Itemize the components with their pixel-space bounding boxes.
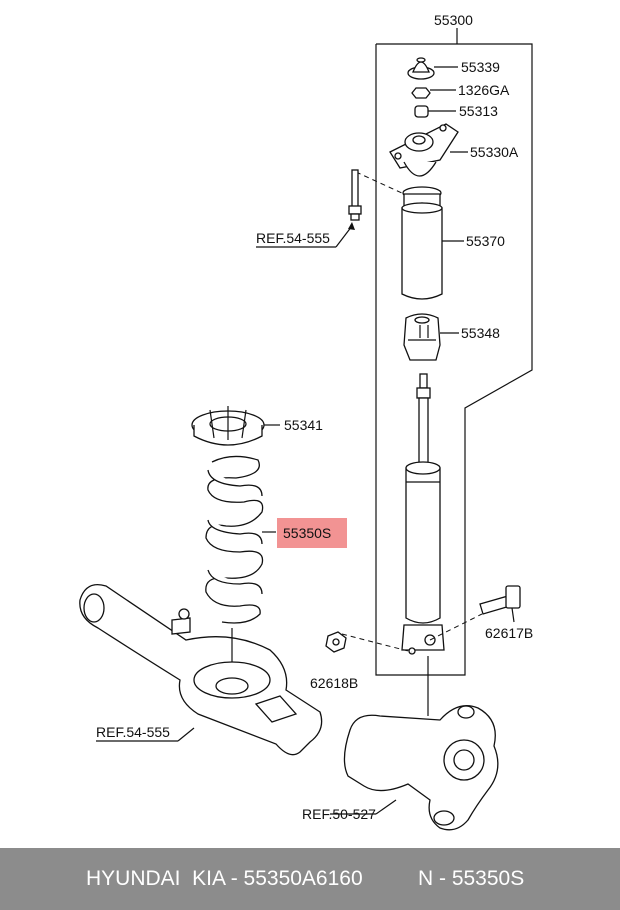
part-55370-dust-boot	[401, 186, 464, 300]
label-55313: 55313	[459, 103, 498, 119]
label-55330A: 55330A	[470, 144, 519, 160]
part-62618B-nut	[325, 631, 413, 653]
part-55348-bump-stopper	[403, 313, 459, 361]
label-55370: 55370	[466, 233, 505, 249]
label-55341: 55341	[284, 417, 323, 433]
label-1326GA: 1326GA	[458, 82, 510, 98]
mount-bolt-leader	[355, 171, 405, 195]
label-62618B: 62618B	[310, 675, 358, 691]
footer-brand-text: HYUNDAI KIA - 55350A6160	[86, 867, 363, 890]
footer-bar: HYUNDAI KIA - 55350A6160 N - 55350S	[0, 848, 620, 910]
label-ref-lower: REF.54-555	[96, 724, 170, 740]
part-55313-washer	[414, 105, 456, 118]
ref-lower-leader	[96, 727, 195, 742]
part-1326GA-nut	[411, 87, 456, 99]
label-55300: 55300	[434, 12, 473, 28]
part-55330A-mount	[389, 123, 468, 177]
shock-absorber	[401, 373, 445, 655]
part-55341-spring-pad	[191, 406, 280, 446]
label-55350S[interactable]: 55350S	[283, 525, 331, 541]
label-55348: 55348	[461, 325, 500, 341]
knuckle	[330, 656, 499, 831]
part-55339-cap	[407, 57, 458, 80]
label-ref-knuckle: REF.50-527	[302, 806, 376, 822]
label-62617B: 62617B	[485, 625, 533, 641]
label-55339: 55339	[461, 59, 500, 75]
footer-number-text: N - 55350S	[418, 867, 525, 890]
lower-control-arm	[79, 583, 323, 756]
parts-diagram: .ln { stroke: #111; stroke-width: 1.2; f…	[79, 12, 533, 831]
part-55350S-coil-spring	[205, 455, 276, 624]
assembly-bracket	[375, 28, 533, 676]
label-ref-upper: REF.54-555	[256, 230, 330, 246]
part-62617B-bolt	[429, 585, 521, 641]
ref-upper-leader	[256, 222, 355, 248]
highlight-55350S	[277, 518, 347, 548]
mount-bolt	[348, 169, 362, 221]
